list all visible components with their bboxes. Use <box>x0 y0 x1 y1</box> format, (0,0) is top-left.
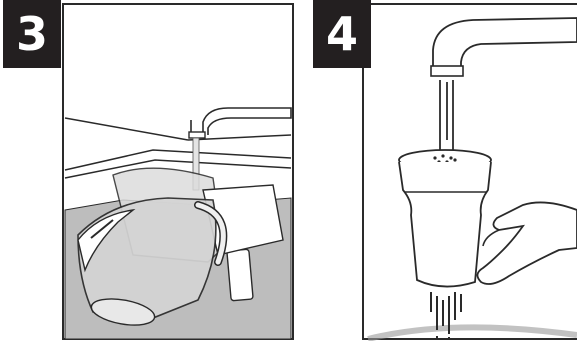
step-4-panel: 4 <box>313 0 577 341</box>
step-number-badge: 3 <box>3 0 61 68</box>
step-3-panel: 3 <box>3 0 296 341</box>
step-number-badge: 4 <box>313 0 371 68</box>
